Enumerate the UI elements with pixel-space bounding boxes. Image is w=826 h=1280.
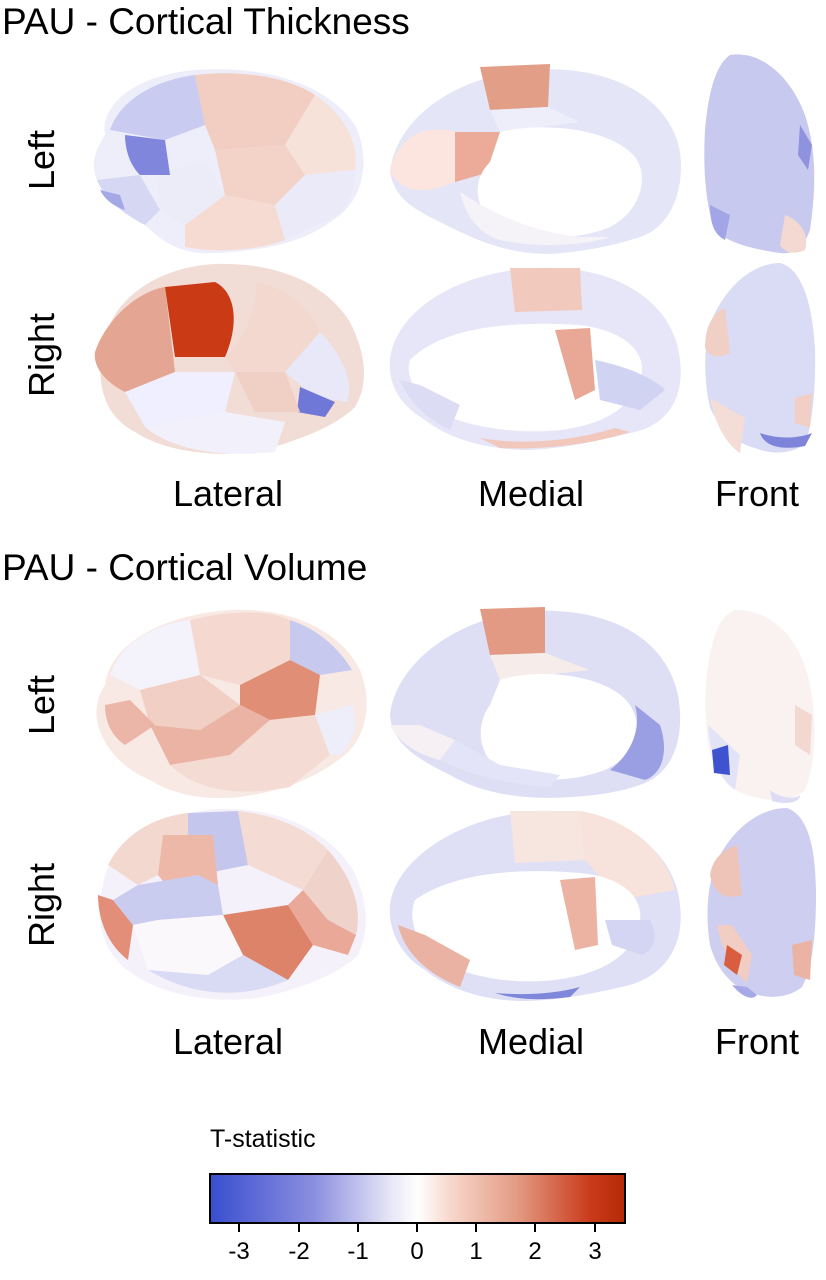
colorbar-tick-label: 3 (588, 1238, 602, 1265)
colorbar-tick-label: 2 (528, 1238, 542, 1265)
colorbar-tick (298, 1224, 300, 1232)
view-label-medial: Medial (477, 473, 585, 514)
colorbar-tick (238, 1224, 240, 1232)
colorbar-tick (475, 1224, 477, 1232)
brain-right-lateral-thickness (94, 263, 365, 454)
row-label-left: Left (21, 129, 62, 191)
brain-left-medial-thickness (390, 64, 681, 255)
brain-left-front-thickness (704, 54, 815, 254)
row-label-right: Right (21, 862, 62, 948)
brain-right-lateral-volume (98, 808, 366, 1000)
view-label-lateral: Lateral (172, 1021, 284, 1062)
colorbar-tick (357, 1224, 359, 1232)
colorbar-tick (416, 1224, 418, 1232)
brain-left-front-volume (705, 610, 815, 803)
view-label-lateral: Lateral (172, 473, 284, 514)
view-label-front: Front (714, 1021, 800, 1062)
colorbar (209, 1173, 626, 1224)
row-label-left: Left (21, 674, 62, 736)
legend-title: T-statistic (210, 1125, 316, 1153)
row-label-right: Right (21, 312, 62, 398)
colorbar-tick-label: -1 (347, 1238, 369, 1265)
brain-right-front-thickness (705, 263, 816, 453)
colorbar-tick-label: -2 (288, 1238, 310, 1265)
colorbar-tick (594, 1224, 596, 1232)
colorbar-tick-label: 0 (410, 1238, 424, 1265)
view-label-medial: Medial (477, 1021, 585, 1062)
brain-right-medial-thickness (389, 267, 681, 450)
brain-left-medial-volume (390, 607, 681, 798)
view-label-front: Front (714, 473, 800, 514)
colorbar-tick-label: 1 (469, 1238, 483, 1265)
colorbar-tick-label: -3 (228, 1238, 250, 1265)
brain-right-medial-volume (389, 810, 681, 1001)
section-title-thickness: PAU - Cortical Thickness (2, 1, 410, 42)
section-title-volume: PAU - Cortical Volume (2, 547, 368, 588)
brain-left-lateral-thickness (93, 69, 364, 254)
colorbar-tick (534, 1224, 536, 1232)
brain-left-lateral-volume (96, 609, 367, 799)
brain-right-front-volume (707, 808, 816, 998)
